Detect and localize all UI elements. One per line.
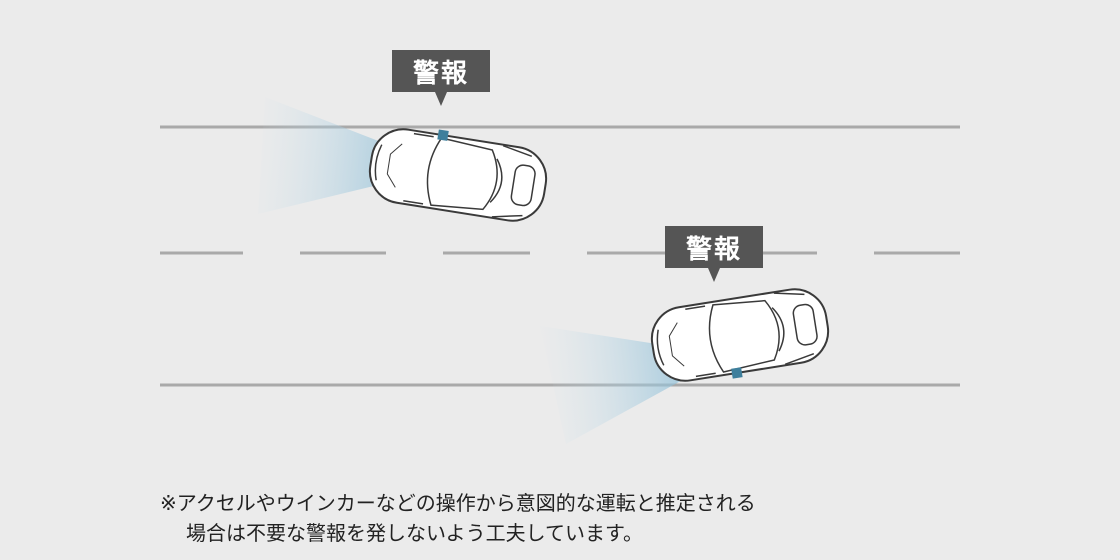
footnote: ※アクセルやウインカーなどの操作から意図的な運転と推定される 場合は不要な警報を… — [160, 488, 756, 548]
footnote-line-2: 場合は不要な警報を発しないよう工夫しています。 — [186, 521, 643, 545]
sensor-marker-1 — [437, 129, 449, 141]
car-2 — [650, 288, 830, 382]
warning-callout-1-label: 警報 — [412, 58, 469, 89]
car-1 — [368, 128, 548, 222]
warning-callout-2: 警報 — [665, 226, 763, 282]
warning-callout-2-label: 警報 — [685, 234, 742, 265]
footnote-line-1: ※アクセルやウインカーなどの操作から意図的な運転と推定される — [160, 491, 756, 515]
warning-callout-1: 警報 — [392, 50, 490, 106]
sensor-beam-1 — [258, 97, 448, 214]
road-scene — [160, 97, 960, 444]
sensor-marker-2 — [731, 367, 743, 379]
